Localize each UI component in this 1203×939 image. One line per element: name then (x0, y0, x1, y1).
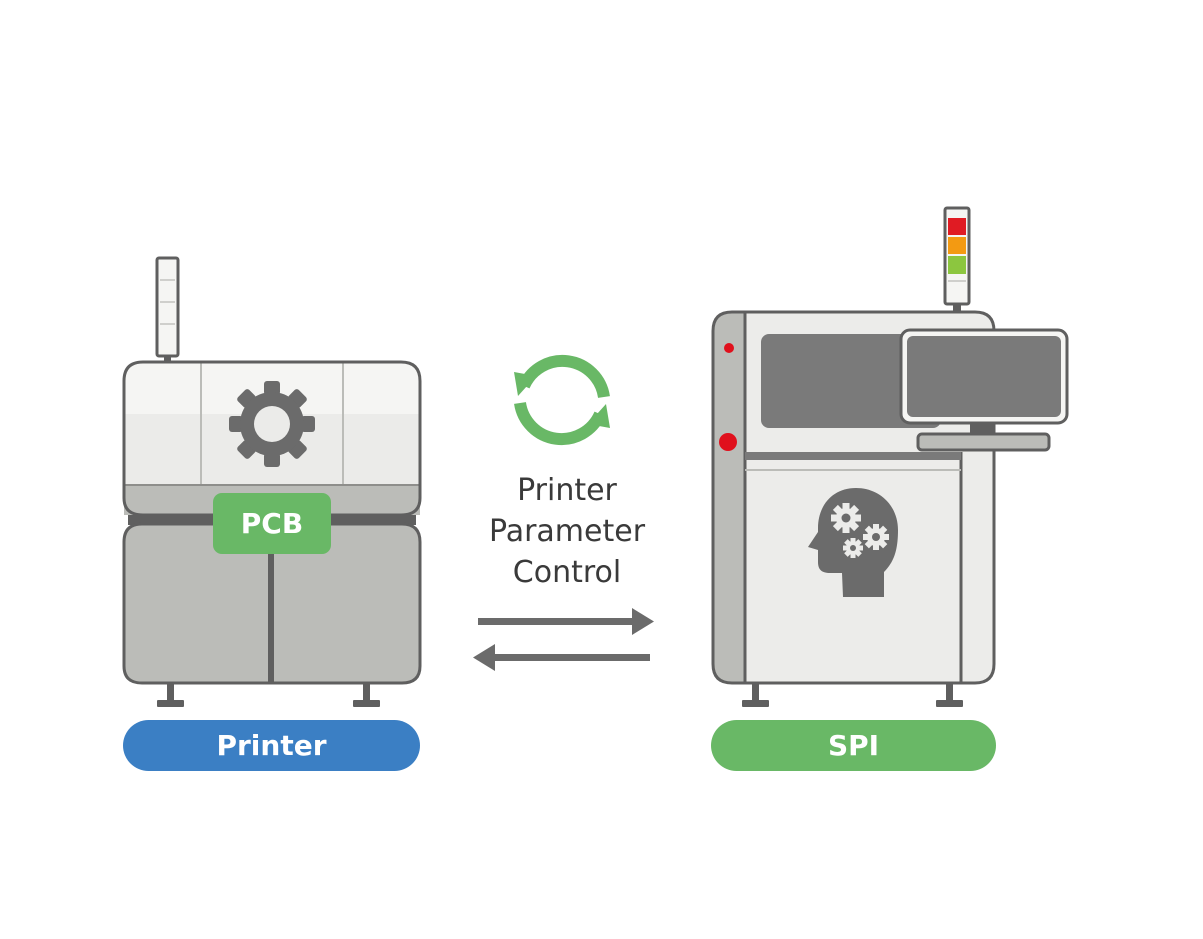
spi-label: SPI (711, 720, 996, 771)
arrow-right (478, 608, 654, 635)
printer-feet (157, 683, 380, 707)
spi-monitor (899, 328, 1069, 452)
spi-signal-tower (943, 206, 971, 316)
caption-line-2: Parameter (488, 514, 646, 549)
printer-machine (122, 256, 422, 707)
flow-arrows (473, 608, 654, 671)
spi-feet (742, 683, 963, 707)
printer-parameter-control-caption: Printer Parameter Control (462, 470, 672, 593)
brain-gears-icon (808, 488, 898, 597)
caption-line-1: Printer (517, 473, 617, 508)
arrow-left (473, 644, 650, 671)
caption-line-3: Control (512, 555, 622, 590)
printer-signal-tower (155, 256, 180, 364)
gear-icon (229, 381, 315, 467)
spi-machine (711, 206, 1069, 707)
refresh-cycle-icon (514, 355, 610, 445)
pcb-badge: PCB (213, 493, 331, 554)
printer-label: Printer (123, 720, 420, 771)
printer-lower-cabinet (122, 522, 422, 685)
